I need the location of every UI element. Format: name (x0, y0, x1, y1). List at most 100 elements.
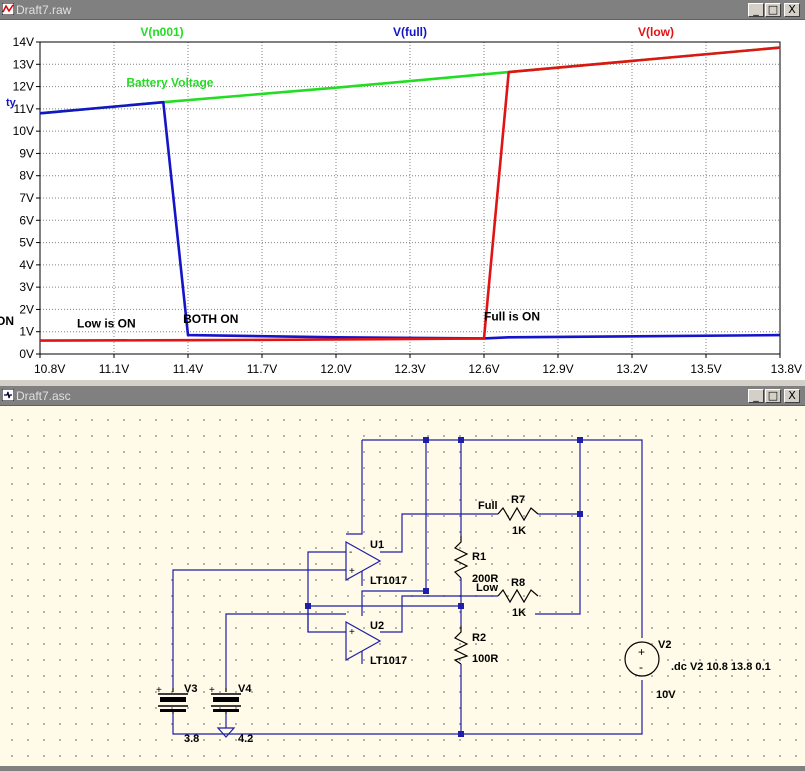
net-label-low: Low (476, 582, 498, 594)
waveform-plot[interactable]: 10.8V 11.1V 11.4V 11.7V 12.0V 12.3V 12.6V 12.9V… (0, 20, 805, 380)
v3-plus-sign: + (156, 685, 162, 696)
x-tick-label: 12.9V (542, 362, 573, 376)
v3-battery[interactable]: + V3 3.8 (156, 683, 199, 745)
wires (172, 439, 643, 735)
x-tick-label: 11.7V (247, 362, 277, 376)
plot-grid (40, 42, 780, 354)
minimize-button[interactable]: _ (748, 389, 764, 403)
edge-fragment-ty: ty (6, 97, 17, 109)
r1-value: 200R (472, 573, 498, 585)
v4-value: 4.2 (238, 733, 253, 745)
v2-minus-sign: - (639, 660, 643, 674)
r8-resistor[interactable]: R8 1K (497, 577, 539, 619)
r1-resistor[interactable]: R1 200R (453, 536, 498, 585)
legend-entry[interactable]: V(low) (638, 25, 674, 39)
junction-dots (305, 437, 583, 737)
y-tick-label: 6V (19, 213, 34, 227)
x-axis-ticks: 10.8V 11.1V 11.4V 11.7V 12.0V 12.3V 12.6V 12.9V… (34, 354, 802, 376)
r8-value: 1K (512, 607, 526, 619)
close-button[interactable]: X (784, 389, 800, 403)
u1-opamp[interactable]: - + U1 LT1017 (345, 539, 407, 587)
u1-minus-sign: - (349, 547, 352, 558)
x-tick-label: 10.8V (34, 362, 65, 376)
y-tick-label: 13V (13, 57, 34, 71)
y-tick-label: 12V (13, 80, 34, 94)
plot-annotation: BOTH ON (183, 312, 238, 326)
legend-entry[interactable]: V(n001) (140, 25, 183, 39)
x-tick-label: 13.5V (690, 362, 721, 376)
waveform-app-icon (2, 3, 14, 15)
plot-annotation: Full is ON (484, 310, 540, 324)
u2-plus-sign: + (349, 627, 355, 638)
maximize-button[interactable]: □ (765, 389, 781, 403)
plot-window-titlebar[interactable]: Draft7.raw _ □ X (0, 0, 805, 20)
net-label-full: Full (478, 500, 498, 512)
y-tick-label: 5V (19, 236, 34, 250)
u2-minus-sign: - (349, 646, 352, 657)
v3-ref: V3 (184, 683, 197, 695)
u1-value: LT1017 (370, 575, 407, 587)
v3-value: 3.8 (184, 733, 199, 745)
dc-sweep-directive[interactable]: .dc V2 10.8 13.8 0.1 (671, 661, 771, 673)
y-axis-ticks: 0V 1V 2V 3V 4V 5V 6V 7V 8V 9V 10V 11V 12V 13V 14V (13, 35, 40, 361)
y-tick-label: 10V (13, 124, 34, 138)
v2-ref: V2 (658, 639, 671, 651)
plot-window[interactable]: Draft7.raw _ □ X 10.8V 11.1V 11.4V 11.7V 12.… (0, 0, 805, 380)
plot-annotation: Battery Voltage (126, 76, 213, 90)
schematic-drawing[interactable]: - + U1 LT1017 + - U2 LT1017 R7 1K Full (0, 406, 805, 766)
y-tick-label: 14V (13, 35, 34, 49)
y-tick-label: 2V (19, 302, 34, 316)
r2-value: 100R (472, 653, 498, 665)
r8-ref: R8 (511, 577, 525, 589)
r7-ref: R7 (511, 494, 525, 506)
maximize-button[interactable]: □ (765, 3, 781, 17)
schematic-canvas[interactable]: - + U1 LT1017 + - U2 LT1017 R7 1K Full (0, 406, 805, 766)
window-gap (0, 380, 805, 386)
x-tick-label: 13.8V (771, 362, 802, 376)
y-tick-label: 1V (19, 325, 34, 339)
ground-symbol (216, 727, 236, 738)
y-tick-label: 3V (19, 280, 34, 294)
r2-ref: R2 (472, 632, 486, 644)
plot-legend: V(n001) V(full) V(low) (140, 25, 674, 39)
minimize-button[interactable]: _ (748, 3, 764, 17)
r7-resistor[interactable]: R7 1K (497, 494, 539, 537)
y-tick-label: 8V (19, 169, 34, 183)
x-tick-label: 12.0V (320, 362, 351, 376)
waveform-pane[interactable]: 10.8V 11.1V 11.4V 11.7V 12.0V 12.3V 12.6V 12.9V… (0, 20, 805, 380)
y-tick-label: 11V (14, 102, 34, 116)
plot-window-title: Draft7.raw (16, 3, 72, 17)
schematic-window-title: Draft7.asc (16, 389, 71, 403)
v2-plus-sign: + (638, 645, 645, 659)
v2-value: 10V (656, 689, 676, 701)
close-button[interactable]: X (784, 3, 800, 17)
r7-value: 1K (512, 525, 526, 537)
v2-voltage-source[interactable]: + - V2 10V (624, 639, 676, 701)
r1-ref: R1 (472, 551, 486, 563)
plot-annotation: Low is ON (77, 316, 136, 330)
x-tick-label: 11.4V (173, 362, 203, 376)
series-line-vlow (39, 46, 781, 342)
r2-resistor[interactable]: R2 100R (453, 626, 498, 665)
x-tick-label: 13.2V (616, 362, 647, 376)
x-tick-label: 12.3V (394, 362, 425, 376)
u2-ref: U2 (370, 620, 384, 632)
x-tick-label: 12.6V (468, 362, 499, 376)
edge-fragment-on: ON (0, 314, 14, 328)
v4-ref: V4 (238, 683, 252, 695)
y-tick-label: 9V (19, 146, 34, 160)
u2-opamp[interactable]: + - U2 LT1017 (345, 620, 407, 667)
v4-battery[interactable]: + V4 4.2 (209, 683, 253, 745)
series-line-vfull (39, 100, 781, 340)
y-tick-label: 0V (19, 347, 34, 361)
u1-ref: U1 (370, 539, 384, 551)
y-tick-label: 4V (19, 258, 34, 272)
v4-plus-sign: + (209, 685, 215, 696)
schematic-window[interactable]: Draft7.asc _ □ X (0, 386, 805, 766)
legend-entry[interactable]: V(full) (393, 25, 427, 39)
plot-curves (39, 46, 781, 342)
y-tick-label: 7V (19, 191, 34, 205)
schematic-window-titlebar[interactable]: Draft7.asc _ □ X (0, 386, 805, 406)
x-tick-label: 11.1V (99, 362, 129, 376)
